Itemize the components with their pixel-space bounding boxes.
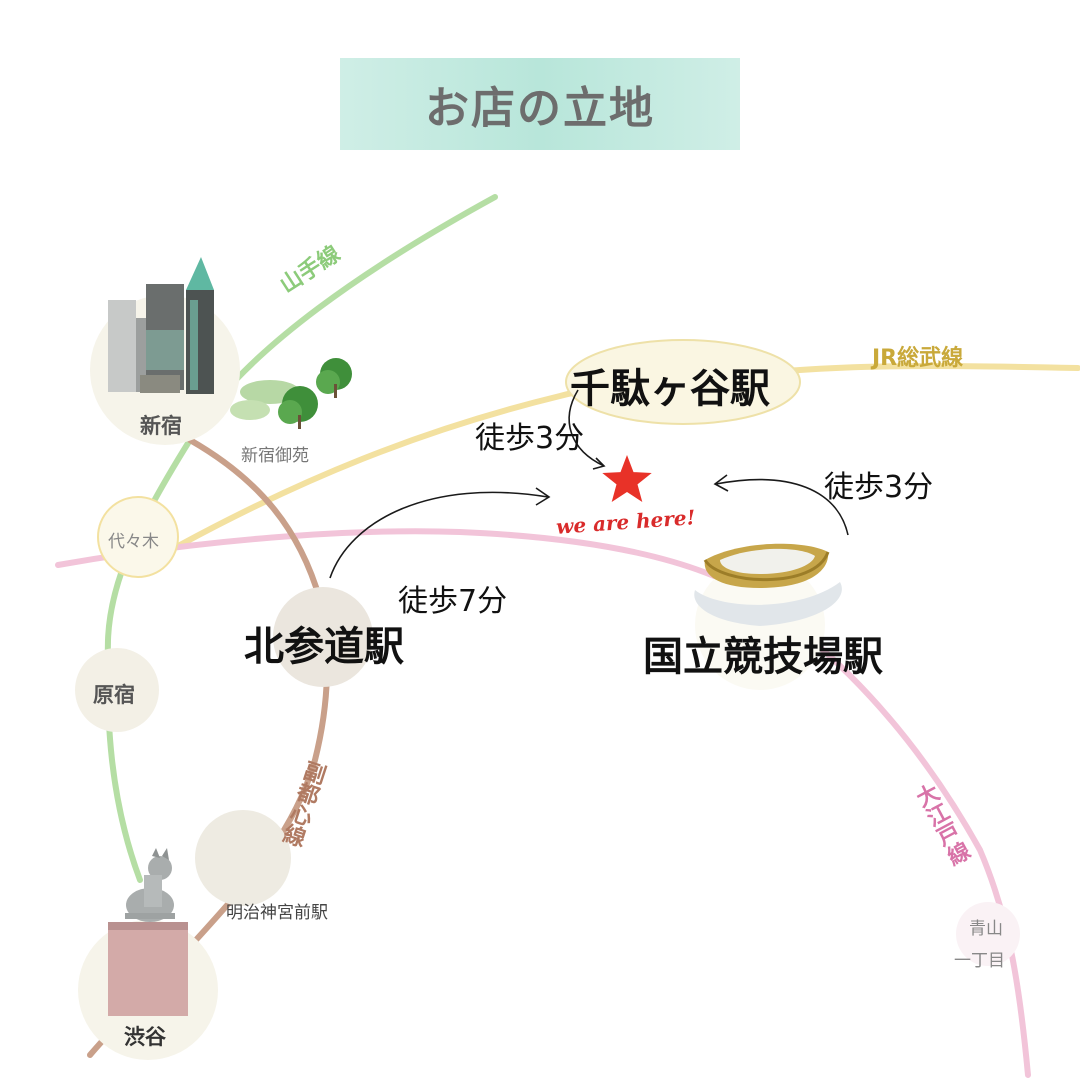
sendagaya-ellipse <box>565 339 801 425</box>
shibuya-station-label: 渋谷 <box>124 1025 166 1049</box>
yoyogi-station-label: 代々木 <box>108 532 159 552</box>
arrow-from-kokuritsu <box>715 478 849 536</box>
walk-time-kokuritsu: 徒歩3分 <box>824 470 934 505</box>
aoyama-station-label-1: 青山 <box>969 919 1003 939</box>
meiji-jingumae-station-label: 明治神宮前駅 <box>226 903 328 923</box>
sobu-line-label: JR総武線 <box>872 346 964 371</box>
aoyama-circle <box>956 902 1020 966</box>
arrow-from-sendagaya <box>568 389 605 467</box>
gyoen-label: 新宿御苑 <box>241 446 309 466</box>
walk-time-kitasando: 徒歩7分 <box>398 584 508 619</box>
gyoen-trees <box>230 358 352 429</box>
harajuku-station-label: 原宿 <box>93 683 135 707</box>
walk-arrows <box>329 389 849 579</box>
hachiko-statue <box>108 848 188 1016</box>
kitasando-circle <box>273 587 373 687</box>
shinjuku-buildings <box>108 257 214 394</box>
sendagaya-station-label: 千駄ヶ谷駅 <box>570 366 770 412</box>
page-title: お店の立地 <box>425 83 655 134</box>
harajuku-circle <box>75 648 159 732</box>
aoyama-station-label-2: 一丁目 <box>954 951 1005 971</box>
current-location-star <box>602 455 652 502</box>
stadium-illustration <box>694 543 842 626</box>
meiji-jingumae-circle <box>195 810 291 906</box>
kokuritsu-station-label: 国立競技場駅 <box>643 634 883 680</box>
yoyogi-circle <box>97 496 179 578</box>
walk-time-sendagaya: 徒歩3分 <box>475 421 585 456</box>
arrow-from-kitasando <box>329 491 549 579</box>
kitasando-station-label: 北参道駅 <box>244 624 404 670</box>
title-banner: お店の立地 <box>340 58 740 150</box>
shinjuku-station-label: 新宿 <box>140 414 182 438</box>
